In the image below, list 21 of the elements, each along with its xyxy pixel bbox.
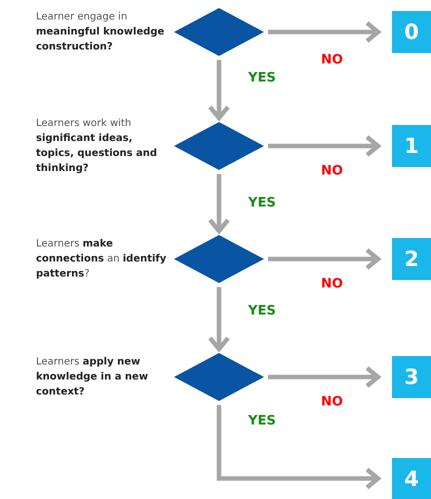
question-text: Learners work with significant ideas, topics, questions and thinking?: [36, 117, 158, 176]
question-text: Learners make connections an identify patterns?: [36, 238, 168, 282]
question-text: Learners apply new knowledge in a new context?: [36, 356, 150, 400]
arrow: [208, 287, 230, 352]
arrow: [268, 134, 380, 158]
decision-diamond: [174, 235, 264, 283]
outcome-box: 4: [392, 458, 431, 499]
decision-diamond: [174, 8, 264, 56]
arrow: [208, 174, 230, 234]
arrow: [268, 248, 380, 270]
arrow: [268, 20, 380, 44]
outcome-box: 0: [392, 11, 431, 53]
question-text: Learner engage in meaningful knowledge construction?: [36, 10, 166, 54]
decision-diamond: [174, 353, 264, 401]
outcome-box: 2: [392, 238, 431, 280]
arrow: [268, 366, 380, 388]
arrow: [216, 405, 380, 490]
arrow: [208, 60, 230, 120]
outcome-box: 1: [392, 125, 431, 167]
outcome-box: 3: [392, 356, 431, 398]
decision-diamond: [174, 122, 264, 170]
